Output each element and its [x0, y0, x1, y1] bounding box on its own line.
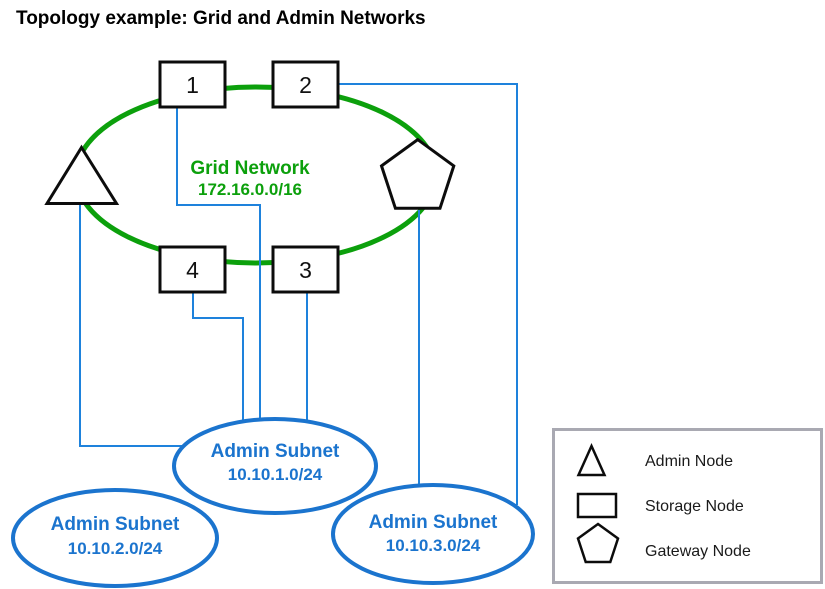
- storage-node-3-label: 3: [299, 257, 312, 283]
- gateway-node-pentagon: [379, 137, 456, 210]
- storage-node-2-label: 2: [299, 72, 312, 98]
- admin-subnet-1-ellipse: [172, 417, 378, 515]
- connector-storage2-to-subnet3: [338, 83, 518, 505]
- storage-node-4-box: [158, 245, 227, 294]
- grid-network-cidr: 172.16.0.0/16: [198, 180, 302, 199]
- admin-subnet-1-label: Admin Subnet: [211, 441, 340, 462]
- admin-subnet-1-cidr: 10.10.1.0/24: [228, 465, 323, 484]
- diagram-title: Topology example: Grid and Admin Network…: [16, 8, 426, 29]
- triangle-icon: [576, 442, 607, 477]
- rectangle-icon: [576, 492, 618, 519]
- admin-subnet-3-ellipse: [331, 483, 535, 585]
- storage-node-4-label: 4: [186, 257, 199, 283]
- admin-subnet-2-ellipse: [11, 488, 219, 588]
- legend-storage-node-label: Storage Node: [645, 498, 744, 515]
- storage-node-3-box: [271, 245, 340, 294]
- legend-gateway-node-label: Gateway Node: [645, 543, 751, 560]
- storage-node-1-box: [158, 60, 227, 109]
- pentagon-icon: [576, 522, 620, 564]
- admin-subnet-3-label: Admin Subnet: [369, 512, 498, 533]
- legend: Admin Node Storage Node Gateway Node: [552, 428, 823, 584]
- connector-storage1-to-subnet1: [176, 107, 261, 424]
- legend-admin-node-label: Admin Node: [645, 453, 733, 470]
- admin-subnet-2-label: Admin Subnet: [51, 514, 180, 535]
- admin-node-triangle: [44, 144, 120, 205]
- connector-storage4-to-subnet1: [192, 292, 244, 424]
- storage-node-2-box: [271, 60, 340, 109]
- admin-subnet-2-cidr: 10.10.2.0/24: [68, 539, 163, 558]
- connector-admin-node-to-subnet1: [79, 204, 186, 447]
- grid-network-label: Grid Network: [190, 158, 310, 179]
- admin-subnet-3-cidr: 10.10.3.0/24: [386, 536, 481, 555]
- storage-node-1-label: 1: [186, 72, 199, 98]
